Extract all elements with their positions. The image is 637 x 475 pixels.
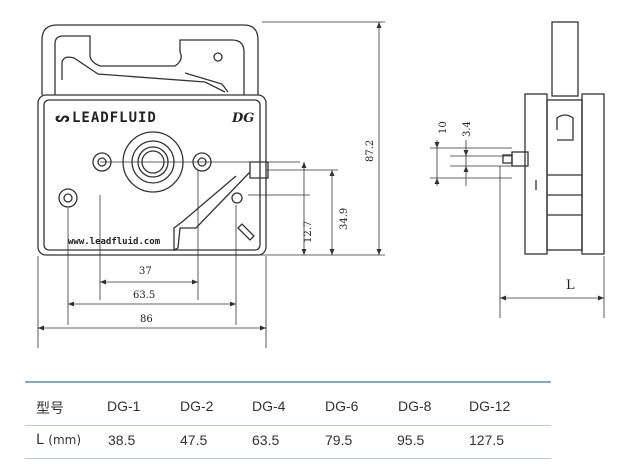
value-cell: 95.5 bbox=[397, 432, 425, 448]
pump-head-inner bbox=[54, 35, 245, 95]
dim-34-label: 34.9 bbox=[339, 208, 350, 230]
pump-head-upper bbox=[41, 24, 259, 95]
technical-drawing: ᔕ LEADFLUID DG www.leadfluid.com bbox=[37, 21, 605, 348]
website-label: www.leadfluid.com bbox=[68, 236, 161, 247]
value-cell: 38.5 bbox=[108, 432, 136, 448]
lever-tip bbox=[237, 223, 255, 241]
table-rule-bottom bbox=[25, 458, 551, 459]
dim-L-label: L bbox=[566, 278, 575, 293]
model-mark: DG bbox=[231, 111, 254, 126]
side-view-flange-right bbox=[581, 93, 605, 255]
value-cell: 63.5 bbox=[252, 432, 280, 448]
brand-label: LEADFLUID bbox=[72, 110, 157, 126]
lever-pivot bbox=[213, 52, 223, 62]
side-view-motor bbox=[551, 21, 579, 97]
value-cell: 127.5 bbox=[469, 432, 505, 448]
dim-63-label: 63.5 bbox=[133, 290, 155, 301]
lever-arm bbox=[173, 171, 251, 252]
model-cell: DG-8 bbox=[398, 398, 432, 414]
dim-86-label: 86 bbox=[140, 314, 153, 325]
value-cell: 79.5 bbox=[325, 432, 353, 448]
tube-outlet bbox=[249, 161, 269, 179]
row-label-text: L bbox=[36, 432, 44, 448]
model-cell: DG-12 bbox=[469, 398, 511, 414]
table-header-row: 型号 DG-1 DG-2 DG-4 DG-6 DG-8 DG-12 bbox=[25, 398, 551, 418]
model-cell: DG-6 bbox=[325, 398, 359, 414]
screw-hole-bottom-inner bbox=[63, 193, 73, 203]
model-cell: DG-4 bbox=[252, 398, 286, 414]
dim-37-label: 37 bbox=[139, 266, 152, 277]
side-view-latch bbox=[556, 114, 574, 141]
dim-10-label: 10 bbox=[438, 121, 449, 134]
table-rule-top bbox=[25, 381, 551, 383]
brand-logo-mark: ᔕ bbox=[55, 111, 70, 126]
clamp-lever bbox=[61, 56, 226, 93]
value-cell: 47.5 bbox=[180, 432, 208, 448]
pump-body-inner bbox=[43, 99, 261, 251]
screw-hole-bottom bbox=[58, 188, 78, 208]
row-unit: (mm) bbox=[48, 433, 82, 447]
row-label: L (mm) bbox=[36, 432, 81, 448]
side-view-shaft-tip bbox=[502, 154, 513, 164]
table-rule-mid bbox=[25, 425, 551, 426]
screw-hole-slot bbox=[231, 192, 243, 204]
header-label: 型号 bbox=[36, 401, 64, 417]
dim-87-label: 87.2 bbox=[365, 140, 376, 162]
table-value-row: L (mm) 38.5 47.5 63.5 79.5 95.5 127.5 bbox=[25, 432, 551, 452]
dim-12-label: 12.7 bbox=[303, 221, 314, 243]
model-cell: DG-2 bbox=[180, 398, 214, 414]
side-view-flange-left bbox=[524, 93, 548, 255]
pump-body bbox=[37, 94, 267, 256]
model-cell: DG-1 bbox=[107, 398, 141, 414]
clamp-lever-2 bbox=[184, 72, 229, 93]
dim-3-label: 3.4 bbox=[462, 121, 473, 137]
